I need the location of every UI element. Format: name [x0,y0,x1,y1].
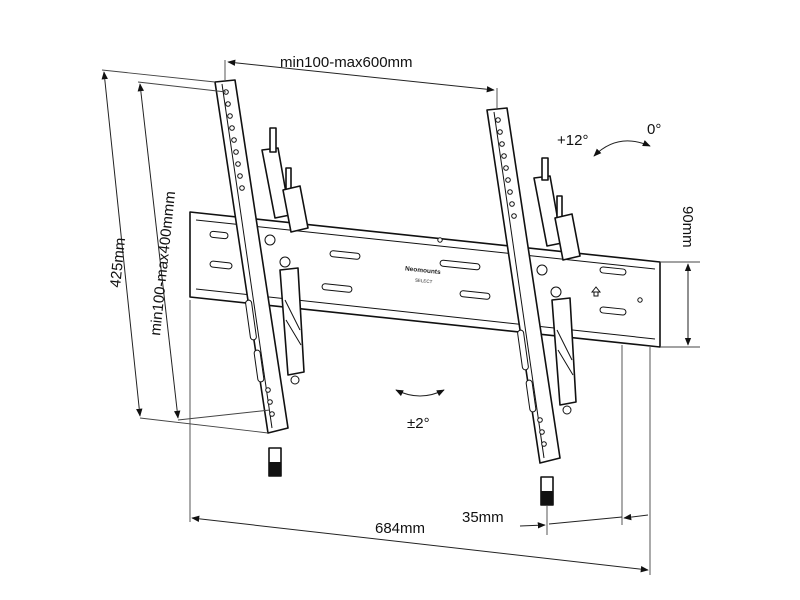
tilt-plus-label: +12° [557,132,588,149]
right-arm [486,107,581,506]
tilt-zero-label: 0° [647,121,661,138]
overall-width-label: 684mm [375,520,425,537]
right-arm-holes [495,117,547,447]
overall-height-dimension: 425mm [101,69,269,434]
rail-slots [209,230,643,316]
tilt-angle-indicator: +12° 0° [557,121,661,157]
right-tilt-mechanism [533,157,581,415]
rail-height-dimension: 90mm [660,206,700,348]
level-adjust-indicator: ±2° [395,389,445,432]
overall-height-label: 425mm [107,237,129,289]
up-arrow-icon [590,286,602,297]
left-safety-pin [268,447,282,477]
left-tilt-mechanism [261,127,309,385]
vesa-width-dimension: min100-max600mm [224,54,498,108]
right-safety-pin [540,476,554,506]
depth-label: 35mm [462,509,504,526]
brand-logo-subtext: SELECT [415,277,433,284]
brand-logo: Neomounts [405,265,442,276]
left-arm-holes [223,89,275,417]
level-adjust-label: ±2° [407,415,430,432]
depth-dimension: 35mm [462,345,649,535]
vesa-width-label: min100-max600mm [280,54,413,71]
rail-height-label: 90mm [679,206,696,248]
overall-width-dimension: 684mm [189,300,651,575]
wall-rail: Neomounts SELECT [189,211,661,348]
vesa-height-label: min100-max400mmm [147,190,179,336]
